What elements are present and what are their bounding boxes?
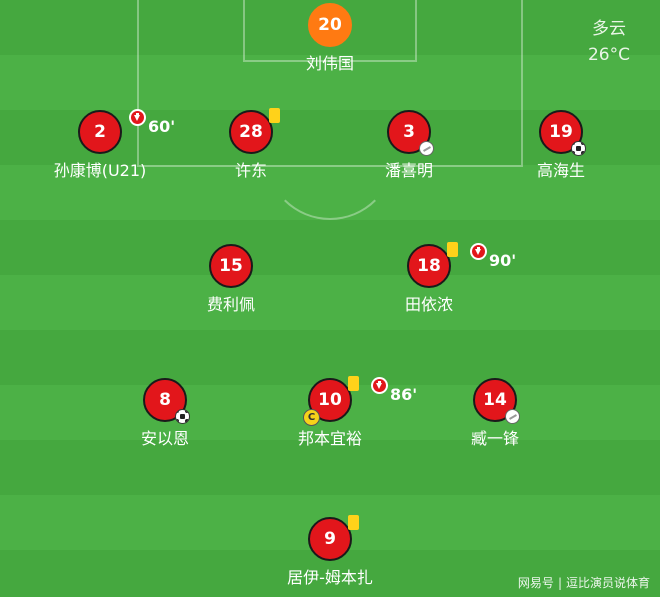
watermark-author: 逗比演员说体育 bbox=[565, 576, 650, 590]
player-defender-4[interactable]: 19 高海生 bbox=[496, 110, 626, 181]
weather-condition: 多云 bbox=[591, 19, 626, 39]
player-number: 15 bbox=[209, 244, 253, 288]
weather-temperature: 26°C bbox=[587, 45, 630, 65]
player-number: 2 60' bbox=[78, 109, 175, 154]
player-number: 8 bbox=[143, 378, 190, 424]
player-striker[interactable]: 9 居伊-姆本扎 bbox=[265, 515, 395, 588]
number-text: 19 bbox=[549, 122, 573, 142]
penalty-arc bbox=[265, 90, 395, 220]
player-number: 28 bbox=[229, 108, 280, 154]
assist-boot-icon bbox=[419, 141, 434, 156]
yellow-card-icon bbox=[269, 108, 280, 123]
captain-badge-icon: C bbox=[303, 409, 320, 426]
player-number: 19 bbox=[539, 110, 586, 156]
player-name: 田依浓 bbox=[404, 295, 453, 314]
player-number: 14 bbox=[473, 378, 520, 424]
number-text: 9 bbox=[324, 529, 336, 549]
substitution-off-icon bbox=[129, 109, 146, 126]
number-text: 2 bbox=[94, 122, 106, 142]
player-defender-2[interactable]: 28 许东 bbox=[186, 108, 316, 181]
player-name: 安以恩 bbox=[140, 429, 189, 448]
goal-ball-icon bbox=[571, 141, 586, 156]
assist-boot-icon bbox=[505, 409, 520, 424]
player-defender-3[interactable]: 3 潘喜明 bbox=[344, 110, 474, 181]
player-name: 潘喜明 bbox=[384, 161, 433, 180]
player-defender-1[interactable]: 2 60' 孙康博(U21) bbox=[35, 109, 175, 181]
goal-area bbox=[243, 0, 417, 62]
player-number: 20 bbox=[308, 3, 352, 47]
substitution-minute: 60' bbox=[148, 117, 176, 136]
number-text: 3 bbox=[403, 122, 415, 142]
player-name: 高海生 bbox=[536, 161, 585, 180]
player-name: 臧一锋 bbox=[470, 429, 519, 448]
player-attacker-1[interactable]: 8 安以恩 bbox=[100, 378, 230, 449]
number-text: 8 bbox=[159, 390, 171, 410]
player-midfielder-2[interactable]: 18 90' 田依浓 bbox=[364, 242, 516, 315]
player-number: 18 90' bbox=[407, 242, 516, 288]
number-text: 14 bbox=[483, 390, 507, 410]
substitution-off-icon bbox=[371, 377, 388, 394]
player-name: 居伊-姆本扎 bbox=[287, 568, 373, 587]
player-number: 10 86' C bbox=[303, 376, 417, 426]
number-text: 18 bbox=[417, 256, 441, 276]
number-text: 20 bbox=[318, 15, 342, 35]
player-name: 刘伟国 bbox=[305, 54, 354, 73]
weather-info: 多云 26°C bbox=[588, 16, 630, 68]
player-attacker-2[interactable]: 10 86' C 邦本宜裕 bbox=[265, 376, 417, 449]
yellow-card-icon bbox=[348, 515, 359, 530]
player-midfielder-1[interactable]: 15 费利佩 bbox=[166, 244, 296, 315]
watermark-separator: | bbox=[557, 576, 562, 590]
goal-ball-icon bbox=[175, 409, 190, 424]
substitution-minute: 86' bbox=[390, 385, 418, 404]
player-name: 孙康博(U21) bbox=[53, 161, 147, 180]
number-text: 28 bbox=[239, 122, 263, 142]
substitution-off-icon bbox=[470, 243, 487, 260]
player-number: 9 bbox=[308, 515, 359, 561]
player-goalkeeper[interactable]: 20 刘伟国 bbox=[265, 3, 395, 74]
substitution-minute: 90' bbox=[489, 251, 517, 270]
watermark-source: 网易号 bbox=[517, 576, 554, 590]
yellow-card-icon bbox=[348, 376, 359, 391]
player-name: 邦本宜裕 bbox=[297, 429, 362, 448]
yellow-card-icon bbox=[447, 242, 458, 257]
player-attacker-3[interactable]: 14 臧一锋 bbox=[430, 378, 560, 449]
player-name: 许东 bbox=[234, 161, 267, 180]
number-text: 10 bbox=[318, 390, 342, 410]
source-watermark: 网易号|逗比演员说体育 bbox=[518, 574, 650, 591]
number-text: 15 bbox=[219, 256, 243, 276]
player-number: 3 bbox=[387, 110, 434, 156]
player-name: 费利佩 bbox=[206, 295, 255, 314]
